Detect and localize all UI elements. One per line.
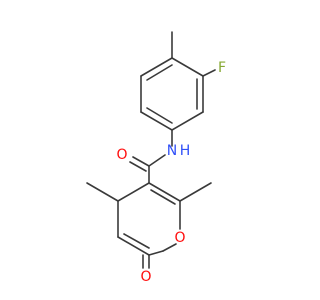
carbonyl-oxygen-label: O (116, 147, 127, 163)
c4-methyl-bond (86, 182, 119, 202)
lactone-oxygen-label: O (140, 269, 151, 285)
carbonyl-double-bond (129, 161, 147, 172)
bond (171, 57, 204, 77)
carbonyl-double-bond (132, 156, 150, 167)
bond (162, 243, 177, 252)
bond (146, 107, 173, 124)
ring-oxygen-label: O (174, 230, 185, 246)
bond (117, 236, 150, 256)
c6-methyl-bond (179, 182, 212, 202)
c2-o-bond (148, 250, 164, 256)
bond (140, 111, 173, 131)
n-carbonyl-bond (148, 154, 166, 167)
pyranone-ring (117, 182, 181, 256)
amide-hydrogen-label: H (180, 143, 191, 159)
bond (146, 64, 173, 81)
bond (171, 111, 204, 131)
bond (148, 182, 181, 202)
bond (150, 189, 176, 205)
structure-svg: F N H O O O (86, 31, 226, 285)
molecule-diagram: F N H O O O (86, 31, 226, 285)
bond (123, 233, 150, 249)
bond (140, 57, 173, 77)
c-f-bond (202, 69, 216, 77)
bond (117, 182, 150, 202)
aryl-ring (140, 57, 204, 131)
nitrogen-label: N (167, 143, 177, 159)
fluorine-label: F (218, 60, 226, 76)
